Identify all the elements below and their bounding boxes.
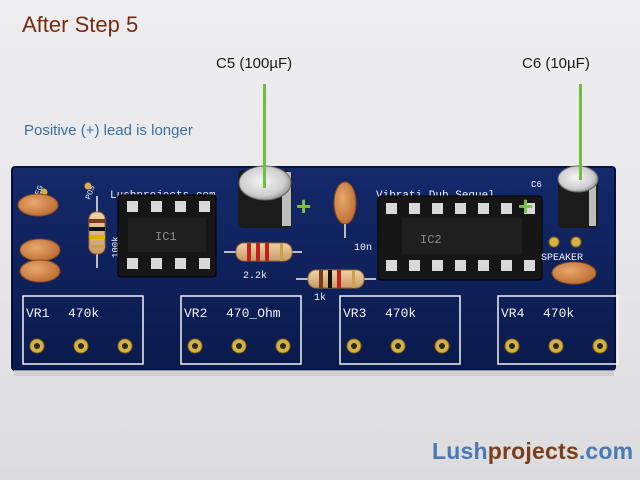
brand-com: .com [578, 438, 634, 464]
ic1-pins [127, 201, 210, 269]
pot-pad-hole [236, 343, 242, 349]
brand-projects: projects [487, 438, 579, 464]
pot-pad-hole [395, 343, 401, 349]
ic2-pins [386, 203, 535, 271]
resistor-1k [296, 269, 376, 289]
c5-callout-line [263, 84, 266, 188]
capacitor-c6 [557, 165, 599, 228]
pot-pad-hole [122, 343, 128, 349]
pot-ref-label: VR2 [184, 306, 207, 321]
c6-callout-label: C6 (10µF) [522, 55, 590, 72]
resistor-2-2k [224, 242, 302, 262]
pot-pad-hole [192, 343, 198, 349]
ic1-socket [117, 194, 217, 278]
positive-lead-note: Positive (+) lead is longer [24, 122, 193, 139]
c5-callout-label: C5 (100µF) [216, 55, 293, 72]
pot-value-label: 470k [543, 306, 574, 321]
c5-plus-marker: + [296, 191, 312, 221]
c6-callout-line [579, 84, 582, 180]
silk-10n: 10n [354, 243, 372, 254]
ceramic-capacitor [551, 261, 597, 285]
pot-pad-hole [280, 343, 286, 349]
pot-pad-hole [553, 343, 559, 349]
pot-vr4: VR4 470k [497, 295, 619, 365]
pot-ref-label: VR3 [343, 306, 366, 321]
pot-vr1: VR1 470k [22, 295, 144, 365]
silk-c6: C6 [531, 180, 542, 190]
capacitor-c5 [238, 165, 292, 228]
pot-pad-hole [78, 343, 84, 349]
pot-value-label: 470_Ohm [226, 306, 281, 321]
ic2-socket [377, 195, 543, 281]
pot-footprints: VR1 470k VR2 470_Ohm VR3 470k VR4 470k [22, 295, 619, 365]
brand-logo: Lushprojects.com [432, 438, 633, 465]
pot-pad-hole [509, 343, 515, 349]
pot-pad-hole [34, 343, 40, 349]
c6-plus-marker: + [518, 191, 534, 221]
silk-ic1: IC1 [155, 230, 177, 244]
pot-vr2: VR2 470_Ohm [180, 295, 302, 365]
ceramic-capacitor [19, 238, 61, 262]
pot-vr3: VR3 470k [339, 295, 461, 365]
ceramic-capacitor-10n [333, 181, 357, 225]
pot-value-label: 470k [385, 306, 416, 321]
silk-speaker: SPEAKER [541, 253, 583, 264]
pot-pad-hole [597, 343, 603, 349]
ceramic-capacitor [19, 259, 61, 283]
pot-pad-hole [351, 343, 357, 349]
pot-ref-label: VR4 [501, 306, 525, 321]
silk-ic2: IC2 [420, 233, 442, 247]
pot-value-label: 470k [68, 306, 99, 321]
silk-100k: 100k [111, 236, 121, 258]
silk-2-2k: 2.2k [243, 270, 267, 282]
pot-ref-label: VR1 [26, 306, 50, 321]
brand-lush: Lush [432, 438, 488, 464]
resistor-100k [88, 196, 106, 268]
ceramic-capacitor [17, 193, 59, 217]
pot-pad-hole [439, 343, 445, 349]
silk-1k: 1k [314, 292, 326, 304]
step-title: After Step 5 [22, 12, 139, 37]
